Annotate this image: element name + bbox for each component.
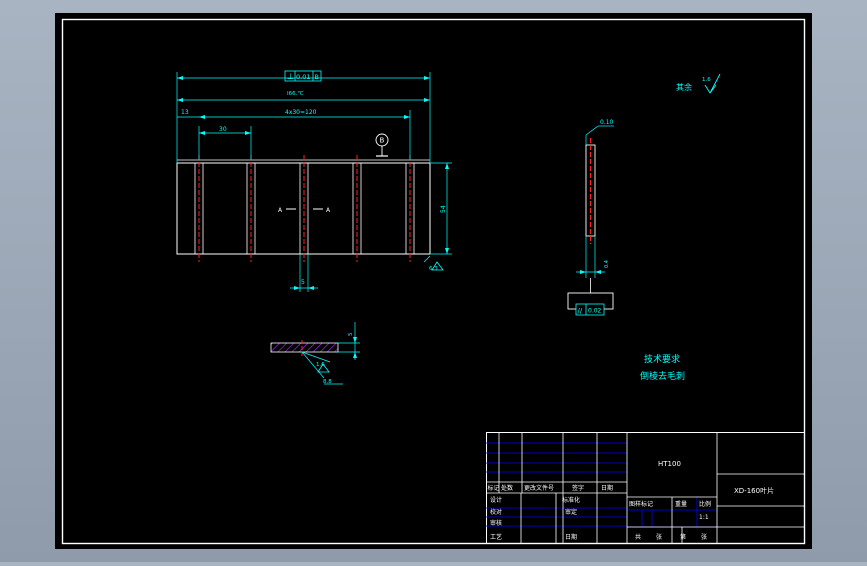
rev-label-mark: 标记 (488, 484, 500, 492)
sheet-no-unit: 张 (701, 533, 707, 541)
row-approve: 审定 (565, 508, 577, 516)
material-text: HT100 (658, 460, 681, 468)
section-roughness-text: 1.6 (316, 362, 325, 368)
spacing-dim: 30 (198, 126, 252, 160)
tech-req-line1: 倒棱去毛刺 (640, 370, 685, 382)
pitch-dim-text: 4x30=120 (285, 109, 317, 116)
height-dim: 54 (430, 162, 452, 255)
scale-label: 比例 (699, 500, 711, 508)
drawing-name-text: XD-160叶片 (734, 486, 774, 495)
overall-length-text: Ⅰ66.℃ (287, 90, 304, 97)
section-height-text: 5 (348, 332, 354, 336)
section-angle-text: 8.8 (323, 379, 332, 385)
row-design: 设计 (490, 496, 502, 504)
technical-requirements: 技术要求 倒棱去毛刺 (640, 353, 685, 382)
scale-value: 1:1 (699, 514, 709, 521)
row-std-check: 标准化 (562, 496, 580, 504)
parallel-frame (575, 303, 605, 316)
tolerance-symbol: ⊥ (287, 72, 294, 81)
slot-2 (246, 155, 256, 262)
slot-1 (194, 155, 204, 262)
datum-symbol: B (375, 133, 389, 157)
section-view: 5 8.8 1.6 (270, 322, 360, 385)
parallel-value: 0.02 (588, 308, 602, 315)
title-block: 标记 处数 更改文件号 签字 日期 设计 校对 审核 工艺 标准化 审定 日期 … (486, 432, 805, 544)
row-process: 工艺 (490, 533, 502, 541)
tolerance-frame: ⊥ 0.01 B (284, 70, 322, 82)
slot-3 (299, 155, 309, 262)
tolerance-value: 0.01 (296, 73, 310, 81)
slot-width-dim: 5 (290, 254, 318, 292)
drawing-background (55, 13, 812, 549)
side-bottom-dim-text: 0.4 (604, 260, 610, 268)
roughness-symbol-front: 6.3 (423, 255, 444, 272)
spacing-dim-text: 30 (219, 126, 227, 133)
surface-finish-note: 其余 1.6 (676, 73, 721, 94)
offset-dim-text: 13 (181, 109, 189, 116)
section-letter-left: A (278, 207, 283, 214)
second-length-dim (177, 98, 430, 102)
row-check: 校对 (490, 508, 502, 516)
surface-finish-value: 1.6 (702, 77, 711, 83)
rev-label-file: 更改文件号 (524, 484, 554, 492)
stage-label: 图样标记 (629, 500, 653, 508)
drawing-frame (61, 18, 806, 545)
section-hatch (270, 342, 339, 353)
section-letter-right: A (326, 207, 331, 214)
slot-width-text: 5 (301, 279, 305, 286)
side-thickness-text: 0.10 (600, 119, 614, 126)
side-view: 0.10 0.4 // 0.02 (567, 119, 614, 316)
height-dim-text: 54 (440, 205, 447, 213)
front-view: A A B ⊥ 0.01 B Ⅰ66.℃ (176, 70, 452, 292)
rev-label-sign: 签字 (572, 484, 584, 492)
slot-5 (405, 155, 415, 262)
tech-req-title: 技术要求 (644, 353, 680, 365)
roughness-front-text: 6.3 (429, 266, 438, 272)
parallel-symbol: // (578, 307, 583, 315)
overall-length-dim: Ⅰ66.℃ (176, 72, 431, 163)
weight-label: 重量 (675, 500, 687, 508)
svg-text:B: B (380, 137, 385, 145)
tolerance-datum: B (315, 73, 319, 81)
row-date: 日期 (565, 533, 577, 541)
slot-4 (352, 155, 362, 262)
pitch-dim: 4x30=120 13 (177, 109, 411, 160)
rev-label-date: 日期 (601, 484, 613, 492)
row-review: 审核 (490, 519, 502, 527)
rev-label-count: 处数 (501, 484, 513, 492)
sheet-no-label: 第 (680, 533, 686, 541)
sheet-total-label: 共 (635, 533, 641, 541)
sheet-total-unit: 张 (656, 533, 662, 541)
surface-finish-text: 其余 (676, 82, 692, 92)
